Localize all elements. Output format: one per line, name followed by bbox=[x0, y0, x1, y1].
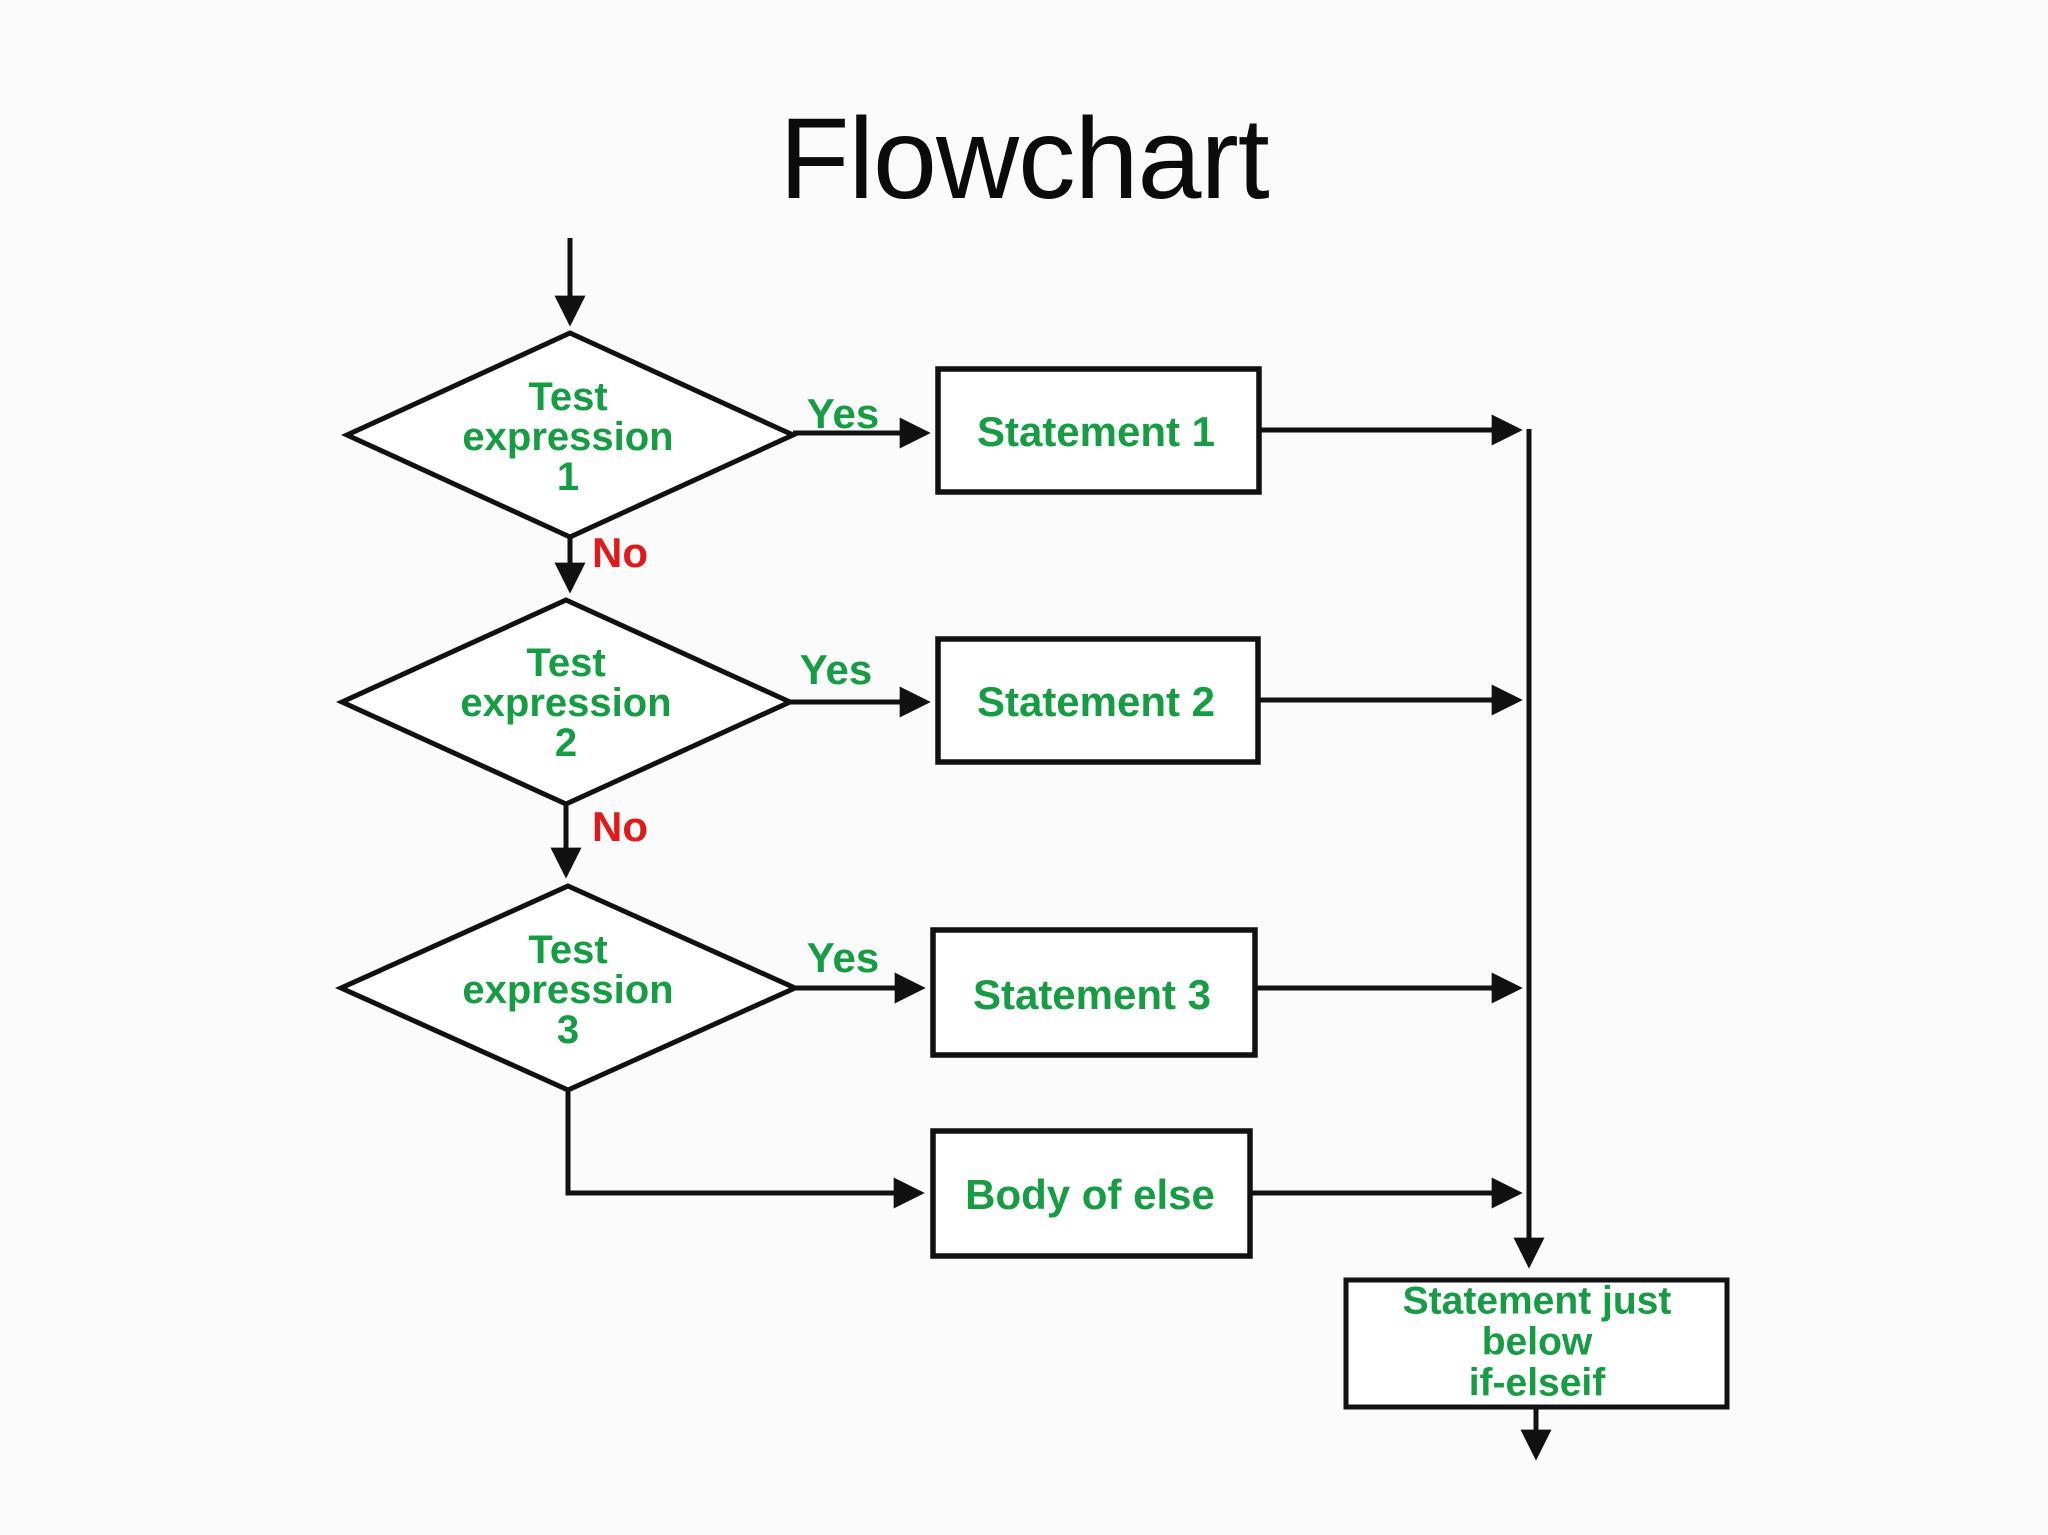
process-statement-2-label: Statement 2 bbox=[976, 678, 1216, 725]
edge-label-no-1: No bbox=[592, 529, 648, 576]
decision-3-label: Test expression 3 bbox=[462, 930, 673, 1050]
decision-3-line-3: 3 bbox=[556, 1008, 580, 1052]
terminal-statement-below-box bbox=[1343, 1277, 1730, 1410]
edge-label-yes-1: Yes bbox=[806, 390, 880, 437]
decision-1-label: Test expression 1 bbox=[462, 377, 673, 497]
decision-2-line-3: 2 bbox=[554, 721, 578, 765]
decision-2-label: Test expression 2 bbox=[460, 643, 671, 763]
process-statement-3-box bbox=[930, 927, 1258, 1058]
decision-1-line-1: Test bbox=[528, 375, 608, 419]
process-statement-3-label: Statement 3 bbox=[972, 971, 1212, 1018]
else-branch-arrow bbox=[565, 1090, 925, 1209]
decision-1-line-2: expression bbox=[462, 415, 674, 459]
decision-3-line-2: expression bbox=[462, 968, 674, 1012]
decision-3-line-1: Test bbox=[528, 928, 608, 972]
terminal-line-3: if-elseif bbox=[1468, 1361, 1606, 1405]
terminal-statement-below-label: Statement just below if-elseif bbox=[1402, 1279, 1672, 1405]
edge-label-yes-2: Yes bbox=[799, 646, 873, 693]
terminal-line-1: Statement just bbox=[1402, 1279, 1672, 1323]
process-statement-1-label: Statement 1 bbox=[976, 408, 1216, 455]
decision-1-line-3: 1 bbox=[556, 455, 580, 499]
decision-2-line-2: expression bbox=[460, 681, 672, 725]
process-body-of-else-label: Body of else bbox=[965, 1171, 1215, 1218]
decision-2-line-1: Test bbox=[526, 641, 606, 685]
edge-label-yes-3: Yes bbox=[806, 934, 880, 981]
terminal-line-2: below bbox=[1481, 1320, 1593, 1364]
page-title: Flowchart bbox=[779, 95, 1269, 223]
edge-label-no-2: No bbox=[592, 803, 648, 850]
